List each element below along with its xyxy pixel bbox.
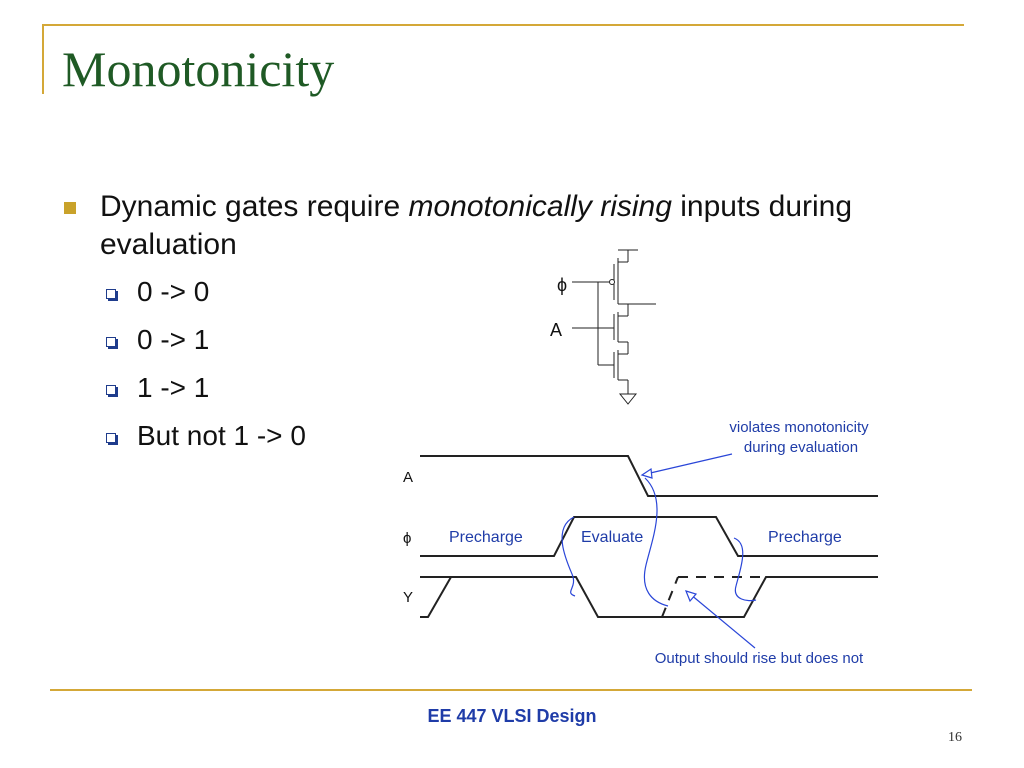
waveform-y bbox=[420, 576, 878, 618]
bullet-main-suffix: inputs during evaluation bbox=[100, 190, 853, 261]
annotation-violation-line1: violates monotonicity bbox=[729, 419, 869, 436]
signal-label-y: Y bbox=[403, 589, 413, 606]
hollow-square-bullet-icon bbox=[106, 289, 116, 299]
annotation-arrows bbox=[561, 453, 757, 649]
timing-waveforms bbox=[420, 455, 878, 618]
violation-arrow bbox=[645, 453, 733, 475]
annotation-output: Output should rise but does not bbox=[655, 650, 864, 667]
causality-curve bbox=[561, 516, 576, 597]
bullet-main-prefix: Dynamic gates require bbox=[100, 190, 409, 223]
signal-label-phi: ϕ bbox=[403, 530, 411, 547]
subbullet-item: But not 1 -> 0 bbox=[64, 412, 984, 460]
output-arrow bbox=[689, 593, 756, 649]
subbullet-text: 0 -> 0 bbox=[137, 276, 210, 307]
phase-label-evaluate: Evaluate bbox=[581, 529, 643, 546]
slide-footer: EE 447 VLSI Design bbox=[427, 706, 597, 726]
bullet-list: Dynamic gates require monotonically risi… bbox=[64, 188, 984, 460]
top-frame-rule bbox=[44, 24, 964, 26]
waveform-a bbox=[420, 455, 878, 497]
signal-label-a: A bbox=[403, 469, 413, 486]
square-bullet-icon bbox=[64, 202, 76, 214]
dynamic-gate-schematic bbox=[572, 249, 656, 405]
bullet-main-emphasis: monotonically rising bbox=[408, 190, 672, 223]
schematic-clock-label: ϕ bbox=[557, 275, 567, 295]
subbullet-item: 0 -> 1 bbox=[64, 316, 984, 364]
left-frame-rule bbox=[42, 24, 44, 94]
bullet-main: Dynamic gates require monotonically risi… bbox=[64, 188, 984, 264]
waveform-phi bbox=[420, 516, 878, 557]
waveform-y-dashed bbox=[661, 576, 679, 618]
phase-label-precharge: Precharge bbox=[768, 529, 842, 546]
arrowhead-icon bbox=[640, 467, 653, 479]
hollow-square-bullet-icon bbox=[106, 337, 116, 347]
subbullet-text: 1 -> 1 bbox=[137, 372, 210, 403]
phase-label-precharge: Precharge bbox=[449, 529, 523, 546]
subbullet-item: 0 -> 0 bbox=[64, 268, 984, 316]
page-number: 16 bbox=[948, 730, 962, 745]
bottom-frame-rule bbox=[50, 689, 972, 691]
arrowhead-icon bbox=[684, 590, 698, 603]
causality-curve bbox=[643, 477, 669, 607]
causality-curve bbox=[733, 537, 757, 602]
hollow-square-bullet-icon bbox=[106, 433, 116, 443]
subbullet-text: But not 1 -> 0 bbox=[137, 420, 306, 451]
annotation-violation-line2: during evaluation bbox=[744, 439, 858, 456]
schematic-input-label: A bbox=[550, 320, 562, 340]
subbullet-item: 1 -> 1 bbox=[64, 364, 984, 412]
slide-title: Monotonicity bbox=[62, 41, 335, 97]
subbullet-text: 0 -> 1 bbox=[137, 324, 210, 355]
hollow-square-bullet-icon bbox=[106, 385, 116, 395]
